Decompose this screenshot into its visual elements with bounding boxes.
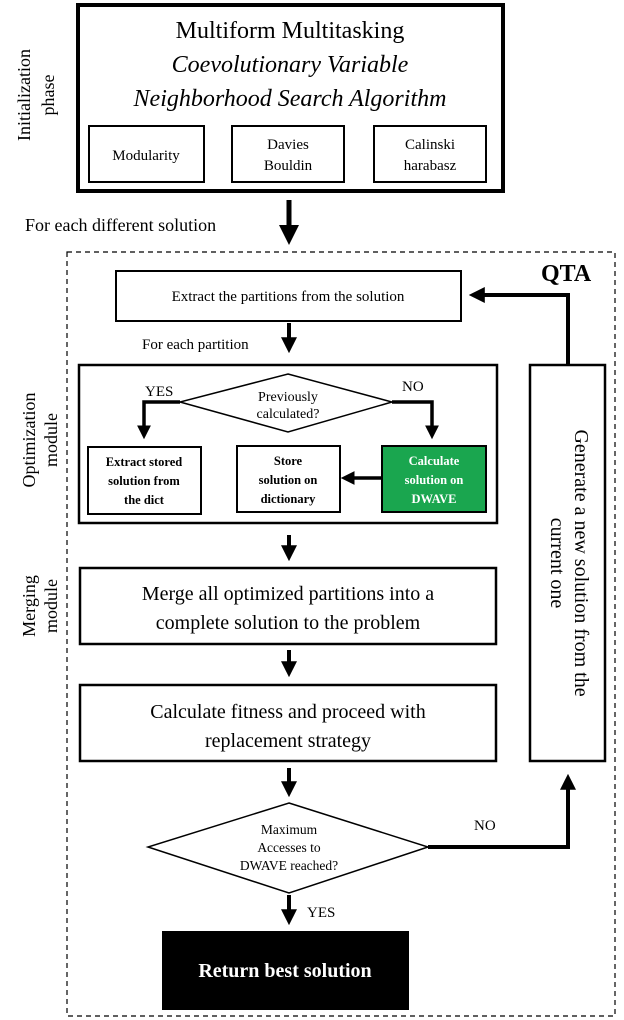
calinski-harabasz-box: [373, 125, 487, 183]
fitness-line1: Calculate fitness and proceed with: [150, 701, 425, 723]
extract-partitions-label: Extract the partitions from the solution: [172, 289, 405, 305]
arrow-yes-to-extract-stored: [137, 400, 180, 440]
arrow-generate-to-extract: [468, 287, 570, 365]
return-best-label: Return best solution: [198, 960, 371, 982]
max-access-line2: Accesses to: [257, 840, 321, 855]
qta-container: [66, 251, 616, 1017]
for-each-partition-label: For each partition: [142, 337, 249, 353]
fitness-box: [78, 683, 498, 763]
generate-new-line2: current one: [546, 518, 568, 609]
calculate-dwave-line1: Calculate: [409, 454, 460, 468]
max-access-line1: Maximum: [261, 822, 318, 837]
for-each-solution-label: For each different solution: [25, 215, 216, 235]
init-title-line2: Coevolutionary Variable: [172, 52, 409, 78]
init-phase-label-line1: Initialization: [14, 49, 34, 141]
calculate-dwave-line3: DWAVE: [412, 492, 457, 506]
merging-label-line1: Merging: [19, 575, 39, 637]
init-phase-label-line2: phase: [38, 74, 58, 115]
davies-bouldin-label-line2: Bouldin: [264, 158, 313, 174]
extract-stored-line3: the dict: [124, 493, 165, 507]
previously-calculated-diamond: [177, 373, 395, 433]
optimization-label-line1: Optimization: [19, 393, 39, 488]
previously-calculated-line1: Previously: [258, 390, 318, 405]
merging-label-line2: module: [41, 579, 61, 633]
store-solution-box: [236, 445, 341, 513]
store-solution-line1: Store: [274, 454, 303, 468]
calinski-harabasz-label-line1: Calinski: [405, 137, 455, 153]
init-title-line3: Neighborhood Search Algorithm: [133, 86, 447, 112]
store-solution-line2: solution on: [259, 473, 318, 487]
fitness-line2: replacement strategy: [205, 730, 371, 752]
extract-stored-line2: solution from: [108, 474, 180, 488]
store-solution-line3: dictionary: [261, 492, 317, 506]
calinski-harabasz-label-line2: harabasz: [404, 158, 457, 174]
merge-line2: complete solution to the problem: [156, 612, 421, 634]
davies-bouldin-label-line1: Davies: [267, 137, 309, 153]
arrow-no-to-calculate: [392, 400, 439, 440]
max-access-diamond: [145, 802, 431, 894]
modularity-box: [88, 125, 205, 183]
max-access-line3: DWAVE reached?: [240, 858, 338, 873]
extract-stored-line1: Extract stored: [106, 455, 183, 469]
merge-line1: Merge all optimized partitions into a: [142, 583, 434, 605]
init-title-line1: Multiform Multitasking: [176, 18, 405, 44]
yes-bottom-label: YES: [307, 905, 335, 921]
davies-bouldin-box: [231, 125, 345, 183]
previously-calculated-line2: calculated?: [257, 407, 320, 422]
merge-box: [78, 566, 498, 646]
calculate-dwave-line2: solution on: [405, 473, 464, 487]
extract-partitions-box: [115, 270, 462, 322]
optimization-label-line2: module: [41, 413, 61, 467]
qta-label: QTA: [541, 261, 592, 287]
modularity-label: Modularity: [112, 148, 180, 164]
generate-new-line1: Generate a new solution from the: [570, 429, 592, 696]
extract-stored-box: [87, 446, 202, 515]
arrow-no-to-generate: [428, 773, 576, 849]
no-label: NO: [402, 379, 424, 395]
no-bottom-label: NO: [474, 818, 496, 834]
return-best-box: [162, 931, 409, 1010]
yes-label: YES: [145, 384, 173, 400]
